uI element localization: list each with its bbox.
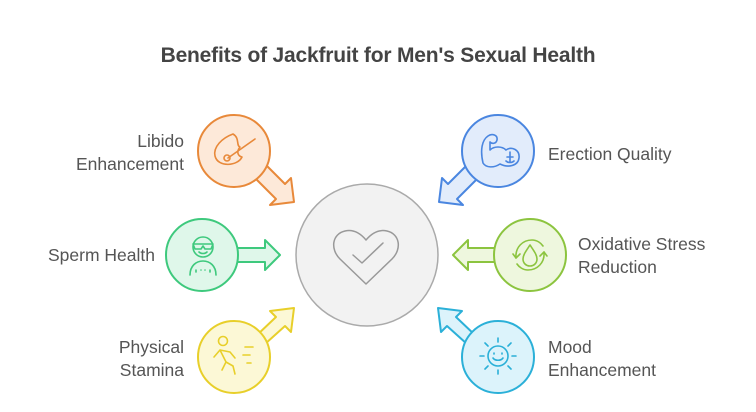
label-line: Mood (548, 337, 592, 357)
node-oxidative-stress-reduction (452, 218, 567, 292)
label-line: Erection Quality (548, 144, 672, 164)
label-line: Libido (137, 131, 184, 151)
flame-match-icon (213, 133, 256, 166)
flexed-bicep-icon (480, 133, 520, 168)
label-libido-enhancement: Libido Enhancement (76, 130, 184, 176)
label-erection-quality: Erection Quality (548, 143, 672, 166)
center-node (295, 183, 439, 327)
label-physical-stamina: Physical Stamina (119, 336, 184, 382)
label-line: Stamina (119, 360, 184, 380)
diagram-title: Benefits of Jackfruit for Men's Sexual H… (160, 44, 596, 67)
person-sunglasses-icon (189, 236, 217, 276)
node-physical-stamina (197, 307, 295, 394)
label-line: Oxidative Stress (578, 234, 706, 254)
label-line: Enhancement (548, 360, 656, 380)
label-line: Physical (118, 337, 184, 357)
label-mood-enhancement: Mood Enhancement (548, 336, 656, 382)
label-sperm-health: Sperm Health (48, 244, 155, 267)
label-line: Sperm Health (48, 245, 155, 265)
running-person-icon (213, 335, 254, 375)
water-drop-cycle-icon (512, 239, 548, 271)
node-erection-quality (438, 114, 535, 206)
node-mood-enhancement (437, 307, 535, 394)
heart-check-icon (333, 229, 399, 285)
node-sperm-health (165, 218, 281, 292)
label-line: Enhancement (76, 154, 184, 174)
node-libido-enhancement (197, 114, 295, 206)
label-oxidative-stress-reduction: Oxidative Stress Reduction (578, 233, 705, 279)
smiling-sun-icon (479, 337, 517, 375)
label-line: Reduction (578, 257, 657, 277)
